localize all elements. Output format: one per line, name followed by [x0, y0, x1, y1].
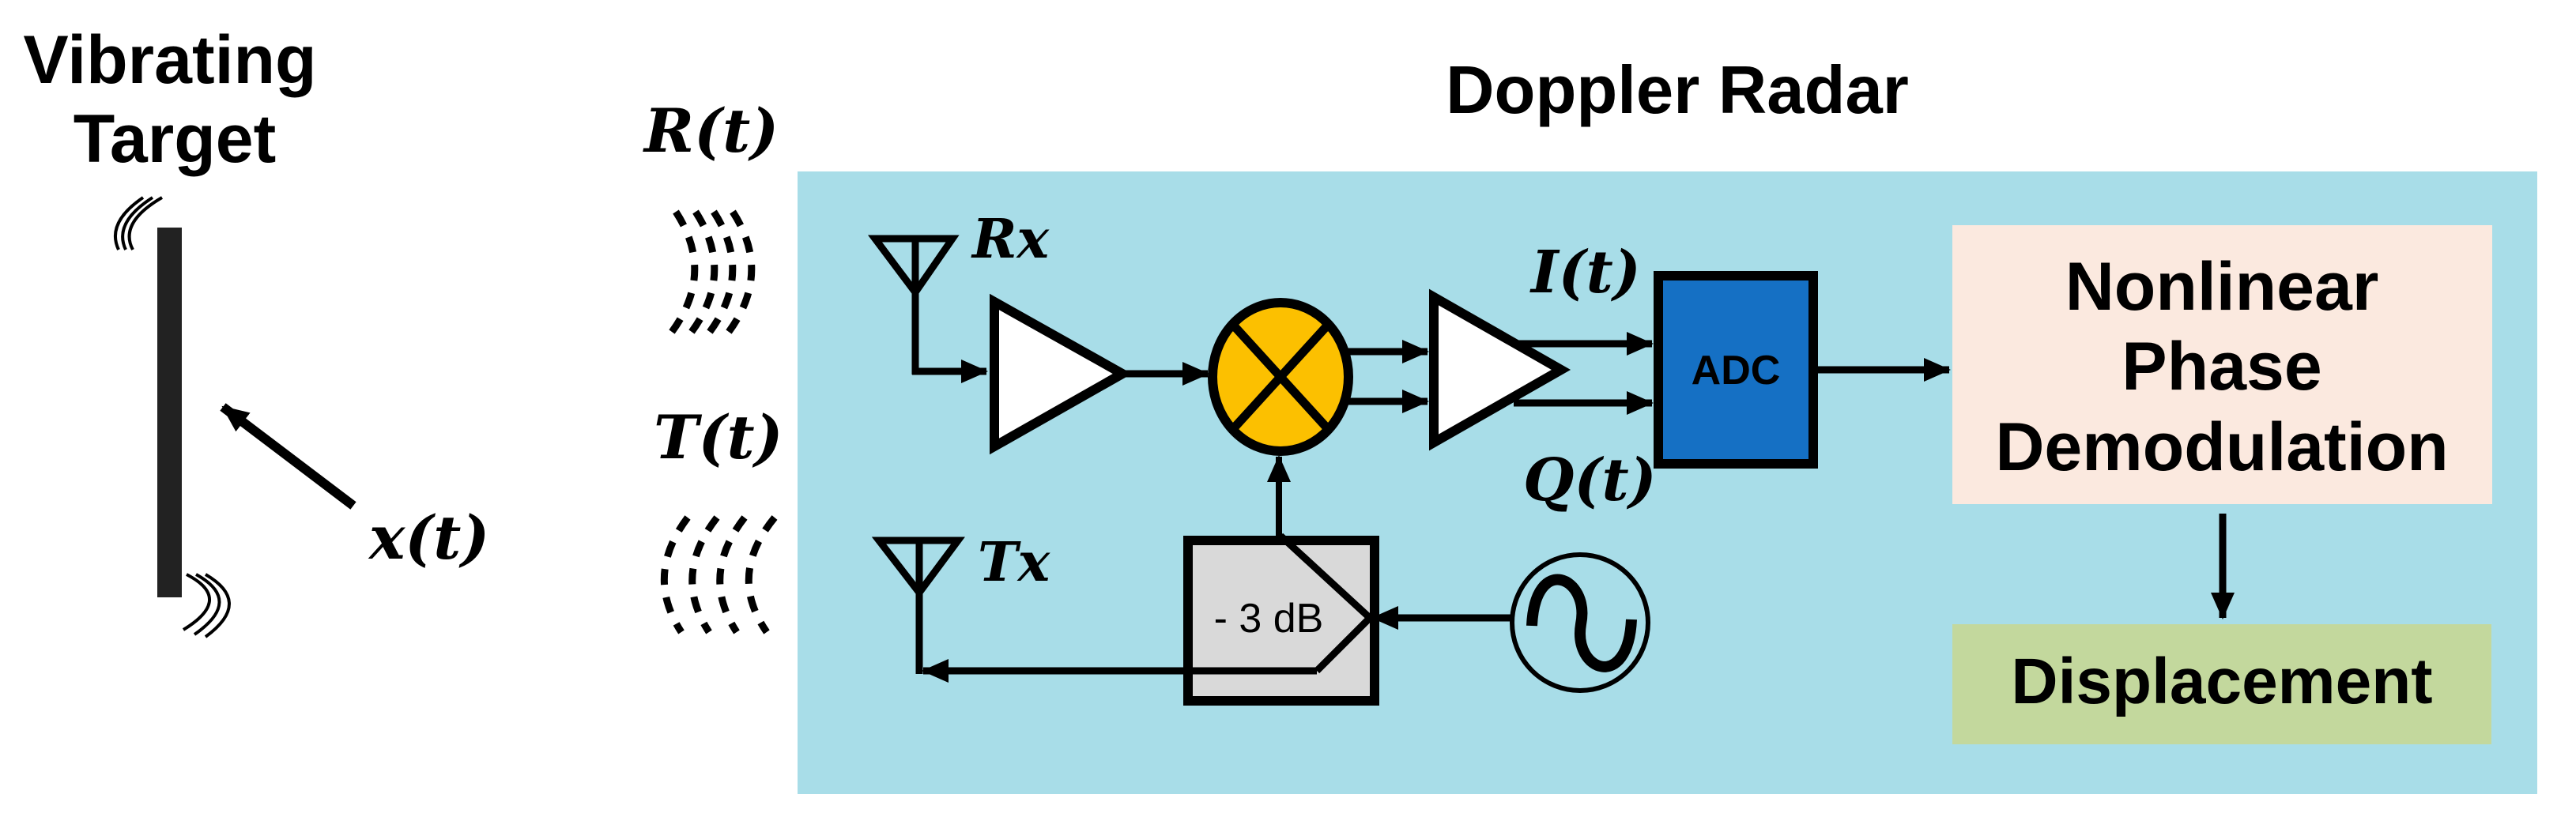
splitter-path-icon — [1277, 533, 1375, 674]
received-signal-label: R(t) — [643, 96, 779, 166]
target-title-line1: Vibrating — [23, 22, 316, 98]
target-vibration-top-icon — [114, 196, 164, 250]
target-vibration-bottom-icon — [182, 573, 231, 638]
mixer-icon — [1208, 298, 1353, 456]
adc-label: ADC — [1692, 348, 1781, 393]
splitter-label: - 3 dB — [1214, 596, 1324, 642]
rx-antenna-icon — [868, 235, 960, 375]
radar-title: Doppler Radar — [1446, 53, 1909, 128]
i-channel-label: I(t) — [1529, 239, 1641, 307]
displacement-output-label: Displacement — [2011, 646, 2432, 717]
baseband-amplifier-icon — [1429, 288, 1571, 451]
transmitted-signal-label: T(t) — [654, 402, 783, 473]
tx-label: Tx — [978, 531, 1051, 594]
transmitted-wave-icon — [660, 515, 778, 634]
demod-label-line1: Nonlinear — [2065, 249, 2379, 325]
oscillator-icon — [1510, 552, 1650, 693]
vibrating-target-bar — [157, 228, 182, 597]
target-title-line2: Target — [74, 101, 276, 177]
demodulation-block — [1952, 225, 2492, 504]
rx-label: Rx — [971, 208, 1050, 271]
adc-block — [1654, 271, 1818, 469]
low-noise-amplifier-icon — [990, 293, 1133, 455]
tx-antenna-icon — [871, 537, 965, 674]
displacement-output-block — [1952, 624, 2491, 744]
demod-label-line3: Demodulation — [1995, 409, 2448, 485]
demod-label-line2: Phase — [2122, 329, 2321, 405]
q-channel-label: Q(t) — [1523, 446, 1657, 514]
displacement-symbol: x(t) — [368, 503, 489, 573]
received-wave-icon — [669, 209, 756, 334]
displacement-arrow-icon — [220, 403, 356, 510]
